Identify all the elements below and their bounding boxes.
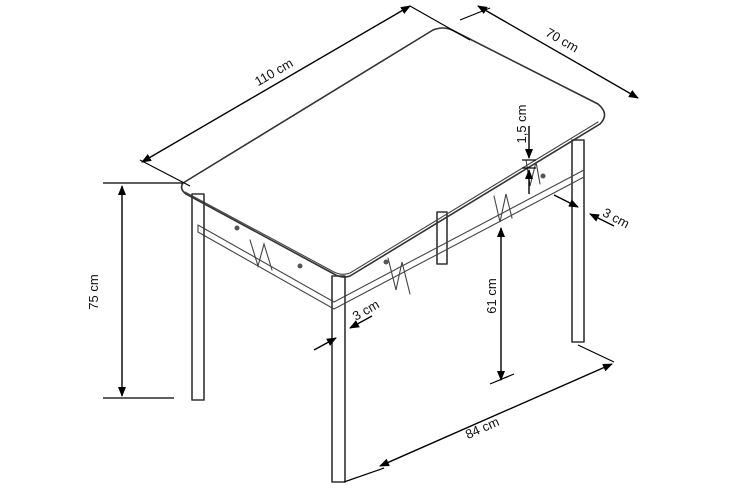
dimension-inner-height: 61 cm — [484, 227, 515, 385]
dimension-leg-front: 3 cm — [313, 297, 382, 351]
decor-v-front-1 — [249, 239, 273, 271]
dimension-height: 75 cm — [86, 182, 183, 399]
label-inner-height: 61 cm — [484, 278, 499, 313]
dimension-depth: 70 cm — [459, 5, 639, 99]
tabletop — [180, 27, 606, 278]
label-depth: 70 cm — [543, 25, 581, 56]
dimension-top-thickness: 1,5 cm — [514, 104, 536, 194]
dimension-width: 110 cm — [139, 5, 471, 187]
label-top-thickness: 1,5 cm — [514, 104, 529, 143]
label-leg-span: 84 cm — [463, 414, 501, 442]
table-drawing — [180, 27, 606, 483]
apron-frame — [197, 159, 585, 310]
label-width: 110 cm — [252, 55, 296, 89]
label-height: 75 cm — [86, 274, 101, 309]
dimension-leg-span: 84 cm — [343, 344, 615, 483]
dimension-leg-side: 3 cm — [553, 194, 632, 231]
front-right-leg — [331, 275, 346, 483]
decor-v-right-1 — [493, 193, 513, 223]
label-leg-side: 3 cm — [600, 205, 632, 231]
back-right-leg — [571, 139, 585, 343]
decor-v-front-2 — [387, 257, 411, 295]
front-left-leg — [191, 193, 205, 401]
tabletop-edge — [184, 121, 599, 275]
back-left-leg — [436, 211, 448, 265]
